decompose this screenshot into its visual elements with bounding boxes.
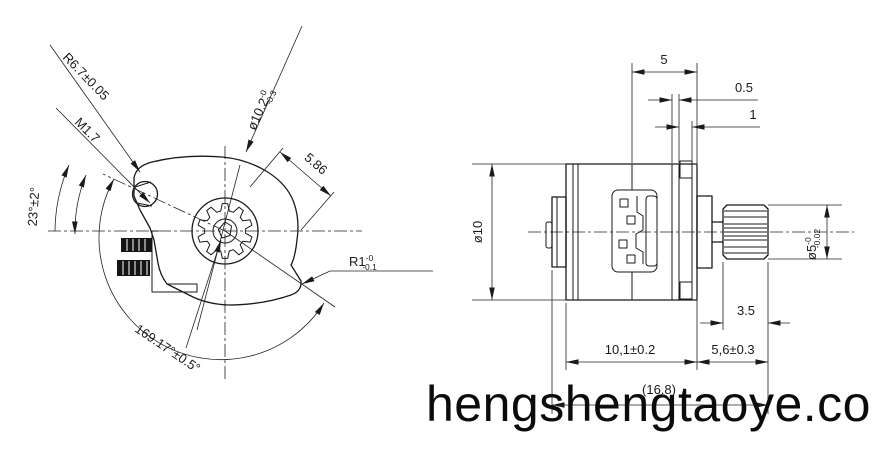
body-seam-lines xyxy=(572,164,693,300)
front-view: R6.7±0.05 M1.7 ø10.2-0-0.3 5.86 23°±2° R… xyxy=(25,25,433,380)
front-centerline-diagonal xyxy=(102,173,226,232)
pinion-teeth-lines xyxy=(724,210,767,254)
connector-pin-hole-4 xyxy=(626,254,636,264)
connector-pin-hole-2 xyxy=(626,215,636,225)
dim-text-35: 3.5 xyxy=(737,303,755,318)
crimp-tab-top xyxy=(679,160,693,179)
pinion-gear-profile xyxy=(722,204,769,260)
ext-lines-bottom xyxy=(551,262,769,414)
dim-text-thread: M1.7 xyxy=(72,115,103,146)
dim-text-168: (16.8) xyxy=(642,382,676,397)
connector-flange xyxy=(645,195,658,267)
ext-lines-top xyxy=(631,63,698,195)
dim-text-5: 5 xyxy=(660,52,667,67)
connector-pin-hole-1 xyxy=(619,198,629,208)
terminal-pin-1 xyxy=(121,238,152,252)
leader-corner-radius xyxy=(301,270,433,285)
terminal-block-outline xyxy=(151,230,198,293)
dim-arc-sweep-angle xyxy=(98,178,325,361)
connector-pin-hole-3 xyxy=(618,239,628,249)
dim-text-mount-radius: R6.7±0.05 xyxy=(60,50,112,104)
angle-reference-line xyxy=(224,230,336,308)
dim-text-sweep-angle: 169.17°±0.5° xyxy=(132,321,203,376)
connector-key-profile xyxy=(635,196,644,264)
dim-arc-terminal-angle-inner xyxy=(54,164,70,232)
dim-text-101: 10,1±0.2 xyxy=(605,342,656,357)
dim-text-05: 0.5 xyxy=(735,80,753,95)
terminal-pin-2 xyxy=(117,260,150,276)
leader-mount-radius xyxy=(49,44,141,173)
leader-thread xyxy=(55,107,151,204)
motor-housing-outline xyxy=(133,155,302,306)
dim-text-boss-diameter: ø10.2-0-0.3 xyxy=(243,85,279,134)
crimp-tab-bottom xyxy=(679,281,693,300)
dim-arc-terminal-angle-outer xyxy=(71,174,87,235)
dim-text-corner-radius: R1-0-0.1 xyxy=(349,253,377,272)
output-shaft xyxy=(711,221,724,243)
ext-lines-dia10 xyxy=(472,163,566,301)
ext-line-586-b xyxy=(300,191,335,231)
side-view: 5 0.5 1 ø10 ø5-0-0.02 3.5 10,1±0.2 5,6±0… xyxy=(470,52,854,414)
dim-text-1: 1 xyxy=(749,107,756,122)
watermark-text: hengshengtaoye.co xyxy=(426,376,871,432)
dim-text-56: 5,6±0.3 xyxy=(711,342,754,357)
dim-text-dia10: ø10 xyxy=(470,221,485,243)
rear-hub xyxy=(545,221,553,249)
dim-text-586: 5.86 xyxy=(301,150,330,178)
dim-text-terminal-angle: 23°±2° xyxy=(25,187,43,227)
leader-boss-diameter xyxy=(245,25,303,153)
bearing-boss xyxy=(696,195,713,269)
dim-text-dia5: ø5-0-0.02 xyxy=(803,229,822,260)
ext-line-586-a xyxy=(249,147,284,188)
